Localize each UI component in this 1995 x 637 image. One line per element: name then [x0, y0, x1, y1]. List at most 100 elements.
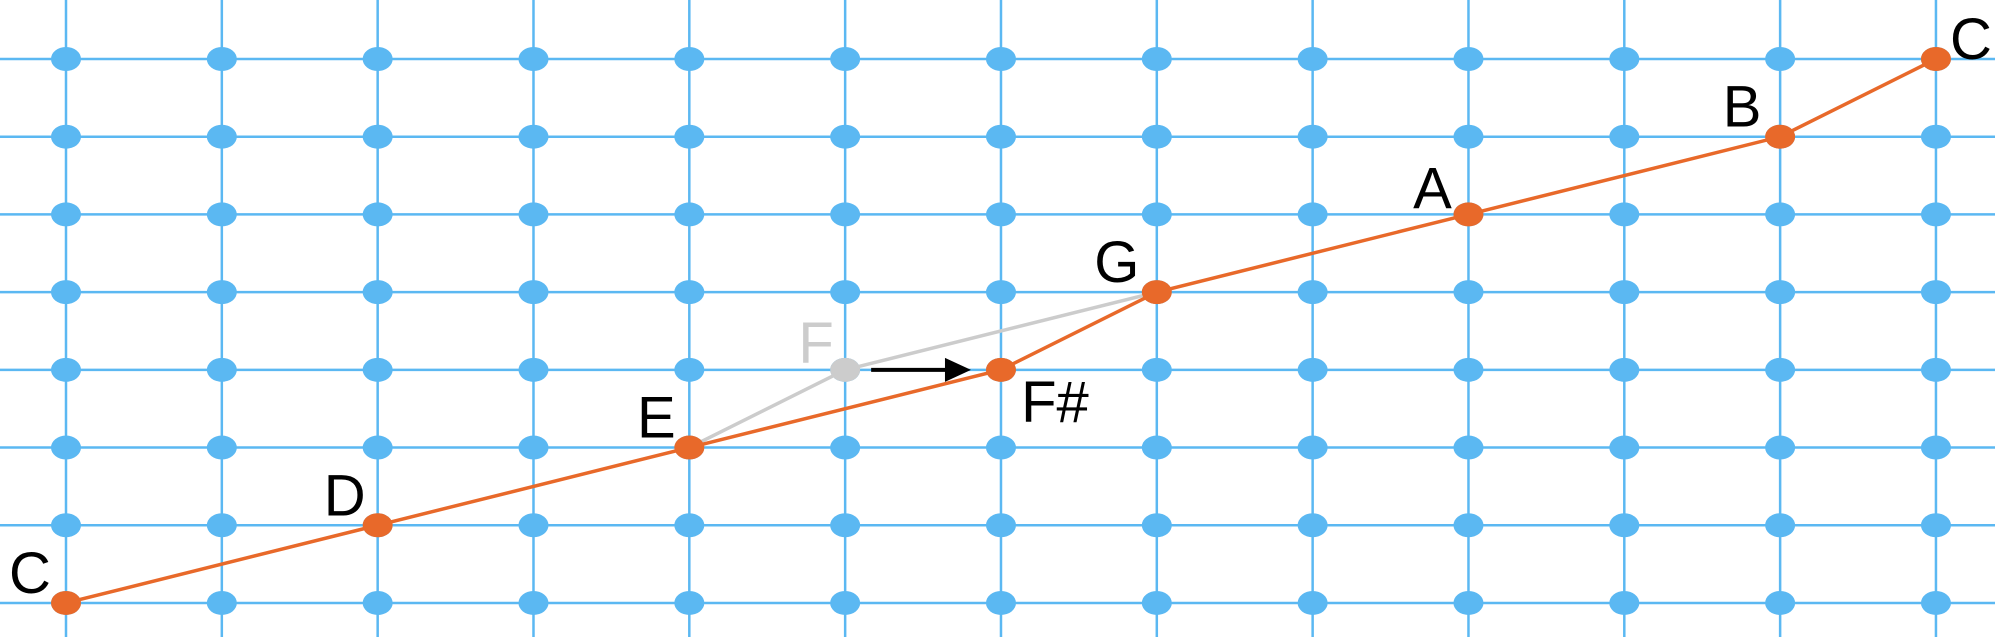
grid-node — [830, 47, 861, 71]
grid-node — [830, 280, 861, 305]
grid-node — [1141, 47, 1172, 71]
grid-node — [1453, 435, 1484, 460]
grid-node — [362, 280, 393, 305]
grid-node — [1297, 47, 1328, 71]
grid-node — [51, 47, 81, 71]
grid-node — [362, 357, 393, 382]
grid-node — [1453, 124, 1484, 149]
grid-node — [518, 513, 549, 538]
scale-note-marker — [1453, 202, 1484, 227]
note-label-e: E — [637, 386, 676, 451]
grid-node — [985, 124, 1016, 149]
grid-node — [518, 435, 549, 460]
grid-node — [206, 357, 237, 382]
grid-node — [1297, 513, 1328, 538]
note-label-g: G — [1094, 230, 1139, 295]
grid-node — [1920, 357, 1951, 382]
grid-node — [206, 47, 237, 71]
replaced-note-marker — [830, 357, 861, 382]
grid-node — [1141, 357, 1172, 382]
grid-node — [830, 513, 861, 538]
grid-node — [518, 124, 549, 149]
grid-node — [1765, 435, 1796, 460]
grid-node — [674, 280, 705, 305]
grid-node — [206, 435, 237, 460]
grid-node — [1609, 590, 1640, 615]
grid-node — [206, 513, 237, 538]
grid-node — [518, 280, 549, 305]
grid-node — [1297, 202, 1328, 227]
grid-node — [206, 124, 237, 149]
grid-node — [674, 47, 705, 71]
grid-node — [1297, 357, 1328, 382]
grid-node — [1920, 513, 1951, 538]
grid-node — [1920, 435, 1951, 460]
scale-note-marker — [674, 435, 705, 460]
grid-node — [206, 280, 237, 305]
scale-note-marker — [985, 357, 1016, 382]
grid-node — [674, 513, 705, 538]
original-scale-path — [688, 290, 1158, 450]
grid-node — [1920, 590, 1951, 615]
grid-node — [1141, 513, 1172, 538]
scale-note-marker — [1141, 280, 1172, 305]
grid-node — [1765, 513, 1796, 538]
grid-node — [518, 47, 549, 71]
note-label-f-sharp: F# — [1021, 370, 1089, 435]
grid-node — [1297, 124, 1328, 149]
grid-node — [674, 124, 705, 149]
grid-node — [674, 357, 705, 382]
grid-node — [674, 590, 705, 615]
grid-node — [985, 435, 1016, 460]
grid-node — [1920, 280, 1951, 305]
grid-node — [1609, 435, 1640, 460]
grid-node — [674, 202, 705, 227]
grid-node — [362, 124, 393, 149]
grid-node — [985, 590, 1016, 615]
grid-node — [362, 590, 393, 615]
grid-node — [1609, 202, 1640, 227]
scale-note-marker — [1765, 124, 1796, 149]
arrow-head — [944, 357, 971, 382]
grid-node — [1453, 357, 1484, 382]
grid-node — [1609, 280, 1640, 305]
grid-node — [51, 513, 81, 538]
modified-scale-path — [51, 47, 1951, 615]
grid-node — [1453, 280, 1484, 305]
grid-node — [985, 280, 1016, 305]
grid-node — [1609, 513, 1640, 538]
grid-node — [51, 357, 81, 382]
scale-path-line — [65, 57, 1937, 605]
grid-node — [1141, 202, 1172, 227]
grid-node — [206, 202, 237, 227]
grid-node — [1453, 513, 1484, 538]
grid-node — [985, 47, 1016, 71]
grid-node — [51, 124, 81, 149]
note-label-b: B — [1723, 75, 1762, 140]
note-label-f-replaced: F — [798, 311, 833, 376]
grid-node — [1141, 435, 1172, 460]
grid-node — [1609, 124, 1640, 149]
grid-node — [362, 202, 393, 227]
note-label-c: C — [9, 541, 51, 606]
grid-node — [1297, 435, 1328, 460]
grid-node — [1765, 202, 1796, 227]
grid-node — [362, 47, 393, 71]
grid-node — [51, 202, 81, 227]
grid-node — [51, 280, 81, 305]
grid-node — [1297, 590, 1328, 615]
grid-node — [830, 435, 861, 460]
grid-node — [1765, 590, 1796, 615]
grid-node — [1920, 202, 1951, 227]
grid-node — [830, 590, 861, 615]
grid-node — [1141, 590, 1172, 615]
scale-note-marker — [1920, 47, 1951, 71]
grid-node — [1453, 590, 1484, 615]
grid-node — [518, 590, 549, 615]
scale-note-marker — [51, 590, 81, 615]
grid-node — [1765, 357, 1796, 382]
grid-node — [985, 513, 1016, 538]
note-label-d: D — [324, 463, 366, 528]
note-label-a: A — [1413, 156, 1452, 221]
